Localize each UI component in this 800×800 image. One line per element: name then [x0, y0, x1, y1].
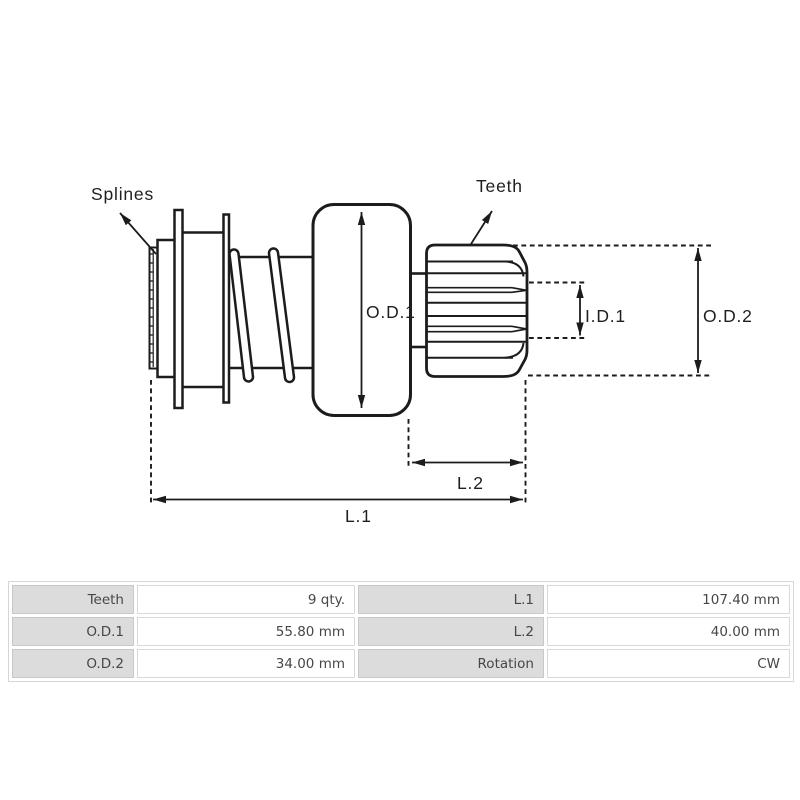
spec-label-teeth: Teeth	[12, 585, 134, 614]
spec-label-l2: L.2	[358, 617, 544, 646]
pinion-outline	[425, 243, 529, 378]
spec-label-od1: O.D.1	[12, 617, 134, 646]
spline-ticks	[150, 253, 153, 363]
pinion-stub-shaft	[410, 272, 427, 349]
gear-tooth-arcs	[504, 260, 525, 359]
table-row: O.D.1 55.80 mm L.2 40.00 mm	[12, 617, 790, 646]
spec-value-teeth: 9 qty.	[137, 585, 355, 614]
starter-drive-technical-drawing: Splines Teeth O.D.1 I.D.1 O.D.2 L.2 L.1	[91, 176, 753, 526]
od2-label: O.D.2	[703, 306, 753, 326]
drawing-labels: Splines Teeth O.D.1 I.D.1 O.D.2 L.2 L.1	[91, 176, 753, 526]
drive-assembly	[148, 203, 529, 417]
leader-arrows	[119, 210, 493, 255]
l2-label: L.2	[457, 473, 484, 493]
teeth-label: Teeth	[476, 176, 523, 196]
gear-tooth-wedges	[426, 286, 527, 333]
barrel-section	[182, 231, 224, 389]
od1-label: O.D.1	[366, 302, 416, 322]
spec-label-rotation: Rotation	[358, 649, 544, 678]
spec-value-od2: 34.00 mm	[137, 649, 355, 678]
spec-value-l2: 40.00 mm	[547, 617, 790, 646]
gear-teeth-lines	[426, 260, 527, 359]
table-row: O.D.2 34.00 mm Rotation CW	[12, 649, 790, 678]
splines-label: Splines	[91, 184, 154, 204]
teeth-leader-arrow	[470, 210, 493, 245]
spec-table: Teeth 9 qty. L.1 107.40 mm O.D.1 55.80 m…	[8, 581, 794, 682]
extension-lines	[150, 244, 711, 506]
spline-sleeve	[148, 246, 159, 370]
rear-flange-disc	[222, 213, 231, 404]
id1-label: I.D.1	[585, 306, 626, 326]
pinion-gear	[425, 243, 529, 378]
splines-leader-arrow	[119, 212, 157, 255]
spec-value-rotation: CW	[547, 649, 790, 678]
l1-label: L.1	[345, 506, 372, 526]
collar	[156, 238, 177, 379]
return-spring	[228, 247, 296, 384]
front-flange-disc	[173, 208, 184, 410]
dimension-arrows	[153, 212, 702, 504]
spec-label-l1: L.1	[358, 585, 544, 614]
spec-label-od2: O.D.2	[12, 649, 134, 678]
table-row: Teeth 9 qty. L.1 107.40 mm	[12, 585, 790, 614]
spec-value-l1: 107.40 mm	[547, 585, 790, 614]
spec-value-od1: 55.80 mm	[137, 617, 355, 646]
